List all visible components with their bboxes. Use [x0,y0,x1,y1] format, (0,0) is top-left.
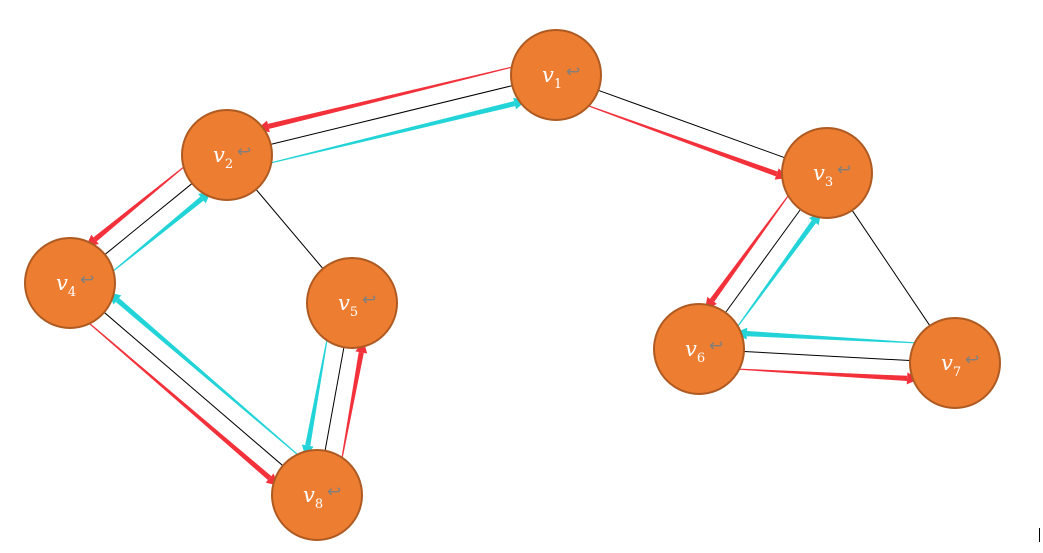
nodes-layer: v1↩v2↩v3↩v4↩v5↩v6↩v7↩v8↩ [24,29,1001,541]
node-v7: v7↩ [909,317,1001,409]
node-v6: v6↩ [653,303,745,395]
return-mark-icon: ↩ [965,350,979,370]
return-mark-icon: ↩ [837,160,851,180]
return-mark-icon: ↩ [362,290,376,310]
forward-arrow-v2-v4 [85,166,185,247]
node-v3: v3↩ [781,127,873,219]
node-v8: v8↩ [271,449,363,541]
backward-arrow-v2-v1 [270,97,527,164]
node-v2: v2↩ [181,109,273,201]
edge-v1-v2 [270,85,513,145]
edge-v3-v7 [851,210,931,326]
edge-v2-v5 [255,189,324,269]
backward-arrow-v7-v6 [734,327,916,344]
edge-v4-v8 [103,311,284,467]
edge-v1-v3 [598,89,785,159]
node-label-v4: v4 [56,271,76,300]
edges-layer [103,85,931,467]
edge-v3-v6 [725,209,801,313]
node-label-v6: v6 [685,337,705,366]
node-label-v3: v3 [813,161,833,190]
return-mark-icon: ↩ [709,336,723,356]
node-v5: v5↩ [306,257,398,349]
backward-arrow-v5-v8 [301,339,328,458]
forward-arrow-v6-v7 [738,368,920,385]
forward-arrow-v3-v6 [705,195,789,311]
backward-arrow-v4-v2 [112,191,212,272]
edge-v6-v7 [743,350,911,362]
return-mark-icon: ↩ [80,270,94,290]
forward-arrow-v8-v5 [341,340,368,459]
node-label-v5: v5 [338,291,358,320]
node-label-v2: v2 [213,143,233,172]
edge-v2-v4 [104,183,193,255]
node-label-v8: v8 [303,483,323,512]
return-mark-icon: ↩ [237,142,251,162]
node-label-v7: v7 [941,351,961,380]
edge-v5-v8 [324,347,345,451]
node-v1: v1↩ [510,29,602,121]
text-cursor [1039,528,1040,542]
node-v4: v4↩ [24,237,116,329]
traversal-arrows-layer [85,66,920,486]
forward-arrow-v1-v2 [256,66,513,133]
node-label-v1: v1 [542,63,562,92]
forward-arrow-v1-v3 [588,105,788,180]
return-mark-icon: ↩ [327,482,341,502]
backward-arrow-v8-v4 [108,292,299,456]
return-mark-icon: ↩ [566,62,580,82]
forward-arrow-v4-v8 [88,322,279,486]
backward-arrow-v6-v3 [737,211,821,327]
